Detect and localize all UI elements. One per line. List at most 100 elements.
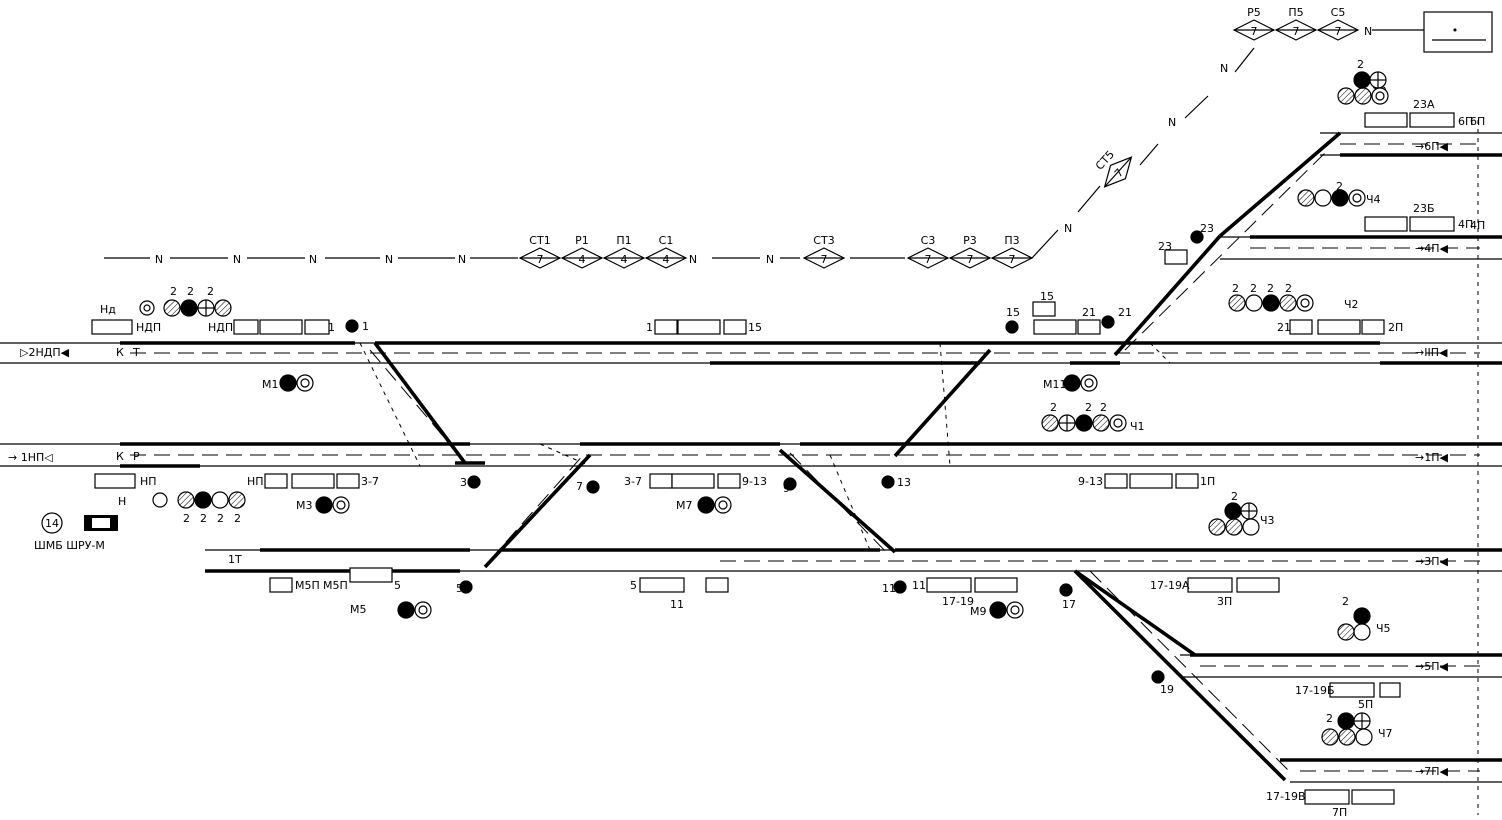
text-label: 7 bbox=[576, 480, 583, 493]
lamp-black-icon bbox=[194, 491, 212, 509]
text-label: 3-7 bbox=[624, 475, 642, 488]
thick-rail-line bbox=[1073, 569, 1197, 657]
lamp-num: 2 bbox=[1250, 282, 1257, 295]
text-label: 1П bbox=[1200, 475, 1215, 488]
text-label: Ч7 bbox=[1378, 727, 1393, 740]
n-label: N bbox=[458, 253, 466, 266]
text-label: 23А bbox=[1413, 98, 1435, 111]
lamp-num: 2 bbox=[183, 512, 190, 525]
text-label: 15 bbox=[1006, 306, 1020, 319]
relay-box bbox=[1032, 301, 1056, 317]
relay-box bbox=[677, 319, 721, 335]
switch-point-icon bbox=[783, 477, 797, 491]
lamp-hatched-icon bbox=[1337, 87, 1355, 105]
relay-box bbox=[304, 319, 330, 335]
diamond-name-label: СТ3 bbox=[813, 234, 834, 247]
text-label: М1 bbox=[262, 378, 279, 391]
diamond-name-label: П3 bbox=[1004, 234, 1019, 247]
relay-box bbox=[1304, 789, 1350, 805]
relay-box bbox=[649, 473, 673, 489]
relay-box bbox=[1175, 473, 1199, 489]
lamp-num: 2 bbox=[1285, 282, 1292, 295]
lamp-hatched-icon bbox=[1297, 189, 1315, 207]
section-label: Р bbox=[133, 450, 140, 463]
relay-box bbox=[723, 319, 747, 335]
n-label: N bbox=[155, 253, 163, 266]
relay-box bbox=[264, 473, 288, 489]
track-end-label: →7П◀ bbox=[1415, 765, 1448, 778]
text-label: Ч1 bbox=[1130, 420, 1145, 433]
text-label: 15 bbox=[748, 321, 762, 334]
lamp-num: 2 bbox=[217, 512, 224, 525]
lamp-black-icon bbox=[180, 299, 198, 317]
text-label: 17-19 bbox=[942, 595, 974, 608]
top-right-box bbox=[1423, 11, 1493, 53]
text-label: М9 bbox=[970, 605, 987, 618]
text-label: М5 bbox=[350, 603, 367, 616]
diamond-name-label: Р1 bbox=[575, 234, 589, 247]
diamond-value-label: 4 bbox=[579, 253, 586, 266]
lamp-black-icon bbox=[697, 496, 715, 514]
text-label: 21 bbox=[1118, 306, 1132, 319]
text-label: 5 bbox=[394, 579, 401, 592]
diamond-value-label: 7 bbox=[821, 253, 828, 266]
text-label: 17-19В bbox=[1266, 790, 1306, 803]
thick-rail-line bbox=[778, 448, 897, 554]
lamp-black-icon bbox=[1337, 712, 1355, 730]
relay-box bbox=[349, 567, 393, 583]
relay-box bbox=[671, 473, 715, 489]
text-label: 2 bbox=[1231, 490, 1238, 503]
lamp-num: 2 bbox=[1100, 401, 1107, 414]
lamp-hatched-icon bbox=[1354, 87, 1372, 105]
track-end-label: →6П◀ bbox=[1415, 140, 1448, 153]
text-label: 13 bbox=[897, 476, 911, 489]
relay-box bbox=[1361, 319, 1385, 335]
legend-badge-label: 14 bbox=[45, 517, 59, 530]
section-label: К bbox=[116, 450, 124, 463]
diamond-name-label: СТ1 bbox=[529, 234, 550, 247]
switch-point-icon bbox=[1005, 320, 1019, 334]
relay-box bbox=[233, 319, 259, 335]
diamond-value-label: 7 bbox=[1335, 25, 1342, 38]
lamp-inner bbox=[1375, 91, 1385, 101]
box-symbol: • bbox=[1452, 24, 1459, 37]
text-label: М5П bbox=[295, 579, 320, 592]
text-label: Ч5 bbox=[1376, 622, 1391, 635]
crossover-line bbox=[539, 443, 591, 467]
lamp-black-icon bbox=[1353, 607, 1371, 625]
relay-box bbox=[269, 577, 293, 593]
lamp-hatched-icon bbox=[163, 299, 181, 317]
text-label: 2 bbox=[1357, 58, 1364, 71]
lamp-black-icon bbox=[989, 601, 1007, 619]
track-end-label: →3П◀ bbox=[1415, 555, 1448, 568]
lamp-white-icon bbox=[1242, 518, 1260, 536]
relay-box bbox=[1409, 216, 1455, 232]
text-label: 1 bbox=[362, 320, 369, 333]
text-label: 2 bbox=[1342, 595, 1349, 608]
text-label: 5 bbox=[630, 579, 637, 592]
lamp-num: 2 bbox=[170, 285, 177, 298]
diamond-name-label: Р3 bbox=[963, 234, 977, 247]
n-label: N bbox=[385, 253, 393, 266]
n-label: N bbox=[1168, 116, 1176, 129]
text-label: 2П bbox=[1388, 321, 1403, 334]
diamond-value-label: 7 bbox=[1293, 25, 1300, 38]
lamp-hatched-icon bbox=[228, 491, 246, 509]
lamp-inner bbox=[1300, 298, 1310, 308]
lamp-hatched-icon bbox=[1092, 414, 1110, 432]
text-label: 1 bbox=[646, 321, 653, 334]
text-label: НДП bbox=[136, 321, 161, 334]
relay-box bbox=[1077, 319, 1101, 335]
lamp-hatched-icon bbox=[214, 299, 232, 317]
track-end-label: →IIП◀ bbox=[1415, 346, 1448, 359]
text-label: 15 bbox=[1040, 290, 1054, 303]
lamp-num: 2 bbox=[1050, 401, 1057, 414]
text-label: М7 bbox=[676, 499, 693, 512]
relay-box bbox=[1033, 319, 1077, 335]
track-end-label: →5П◀ bbox=[1415, 660, 1448, 673]
diamond-value-label: 7 bbox=[1009, 253, 1016, 266]
n-label: N bbox=[689, 253, 697, 266]
relay-box bbox=[1364, 112, 1408, 128]
lamp-num: 2 bbox=[1267, 282, 1274, 295]
text-label: 4П bbox=[1470, 219, 1485, 232]
